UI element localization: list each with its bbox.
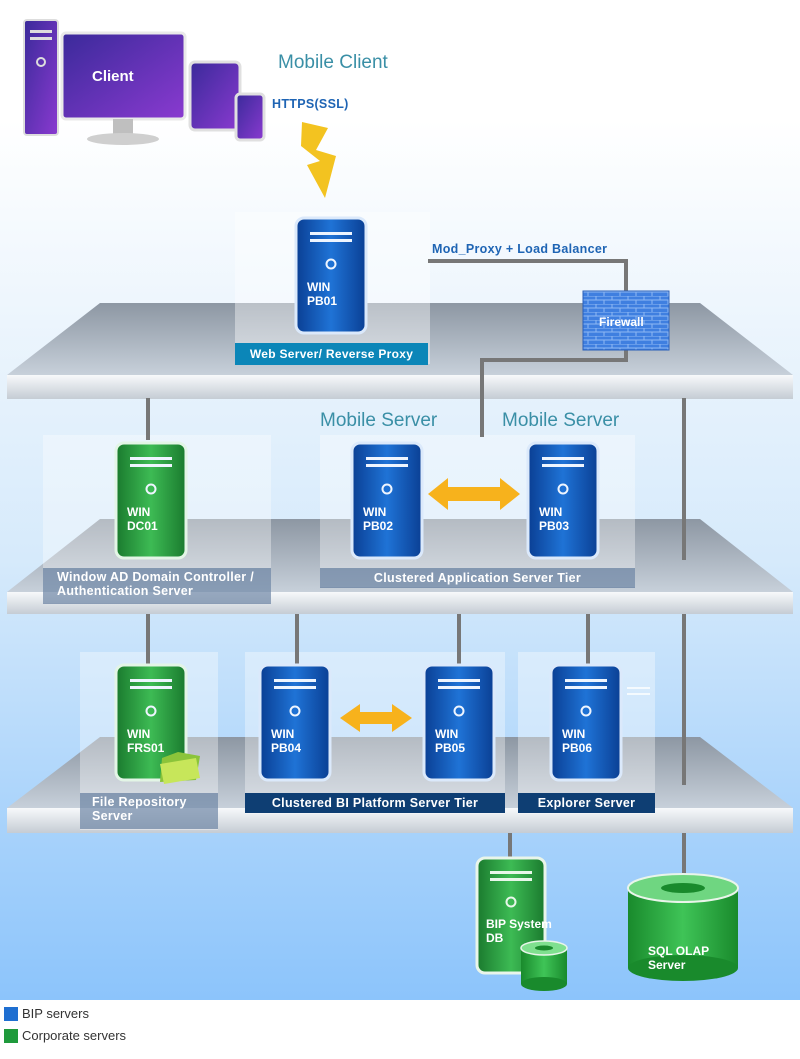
server-dc01-line2: DC01	[127, 519, 158, 533]
server-pb05	[422, 663, 496, 782]
mobile-server-title-1: Mobile Server	[320, 410, 438, 431]
legend-item-bip: BIP servers	[4, 1006, 89, 1021]
server-pb03-line2: PB03	[539, 519, 570, 533]
proxy-link-label: Mod_Proxy + Load Balancer	[432, 242, 608, 256]
server-pb04	[258, 663, 332, 782]
server-pb02	[350, 441, 424, 560]
server-pb02-line1: WIN	[363, 505, 387, 519]
server-pb06-line1: WIN	[562, 727, 586, 741]
server-frs01	[114, 663, 188, 782]
server-pb01-line2: PB01	[307, 294, 338, 308]
server-pb01-line1: WIN	[307, 280, 331, 294]
server-pb06-line2: PB06	[562, 741, 593, 755]
explorer-server-label: Explorer Server	[518, 793, 655, 813]
mobile-server-title-2: Mobile Server	[502, 410, 620, 431]
bip-db-line2: DB	[486, 931, 504, 945]
server-dc01	[114, 441, 188, 560]
bip-db-line1: BIP System	[486, 917, 552, 931]
server-pb05-line2: PB05	[435, 741, 466, 755]
server-pb06	[549, 663, 623, 782]
legend-label-bip: BIP servers	[22, 1006, 89, 1021]
https-protocol-label: HTTPS(SSL)	[272, 97, 349, 111]
lightning-icon	[301, 122, 336, 198]
architecture-diagram: Client Mobile Client HTTPS(SSL) Mod_Prox…	[0, 0, 800, 1000]
folder-icon	[160, 752, 200, 784]
server-dc01-line1: WIN	[127, 505, 151, 519]
server-pb01	[294, 216, 368, 335]
blue-square-icon	[4, 1006, 18, 1021]
connector-lines	[146, 259, 686, 885]
ad-controller-label: Window AD Domain Controller / Authentica…	[43, 568, 271, 604]
app-cluster-label: Clustered Application Server Tier	[320, 568, 635, 588]
server-pb02-line2: PB02	[363, 519, 394, 533]
server-pb03	[526, 441, 600, 560]
diagram-graphics	[7, 19, 793, 991]
olap-line2: Server	[648, 958, 686, 972]
legend-label-corporate: Corporate servers	[22, 1028, 127, 1043]
firewall-icon	[582, 290, 670, 351]
server-pb05-line1: WIN	[435, 727, 459, 741]
replication-arrow-app	[428, 478, 520, 510]
server-pb04-line1: WIN	[271, 727, 295, 741]
mobile-client-title: Mobile Client	[278, 52, 388, 73]
legend-item-corporate: Corporate servers	[4, 1028, 126, 1043]
server-frs01-line1: WIN	[127, 727, 151, 741]
server-pb04-line2: PB04	[271, 741, 302, 755]
web-server-label: Web Server/ Reverse Proxy	[235, 343, 428, 365]
client-screen-label: Client	[92, 68, 134, 85]
sql-olap-db	[627, 873, 739, 981]
firewall-label: Firewall	[599, 315, 644, 329]
client-devices	[23, 19, 266, 145]
server-pb03-line1: WIN	[539, 505, 563, 519]
olap-line1: SQL OLAP	[648, 944, 710, 958]
bip-system-db	[475, 856, 568, 991]
server-frs01-line2: FRS01	[127, 741, 165, 755]
file-repository-label: File Repository Server	[80, 793, 218, 829]
replication-arrow-bi	[340, 704, 412, 732]
bi-cluster-label: Clustered BI Platform Server Tier	[245, 793, 505, 813]
green-square-icon	[4, 1028, 18, 1043]
